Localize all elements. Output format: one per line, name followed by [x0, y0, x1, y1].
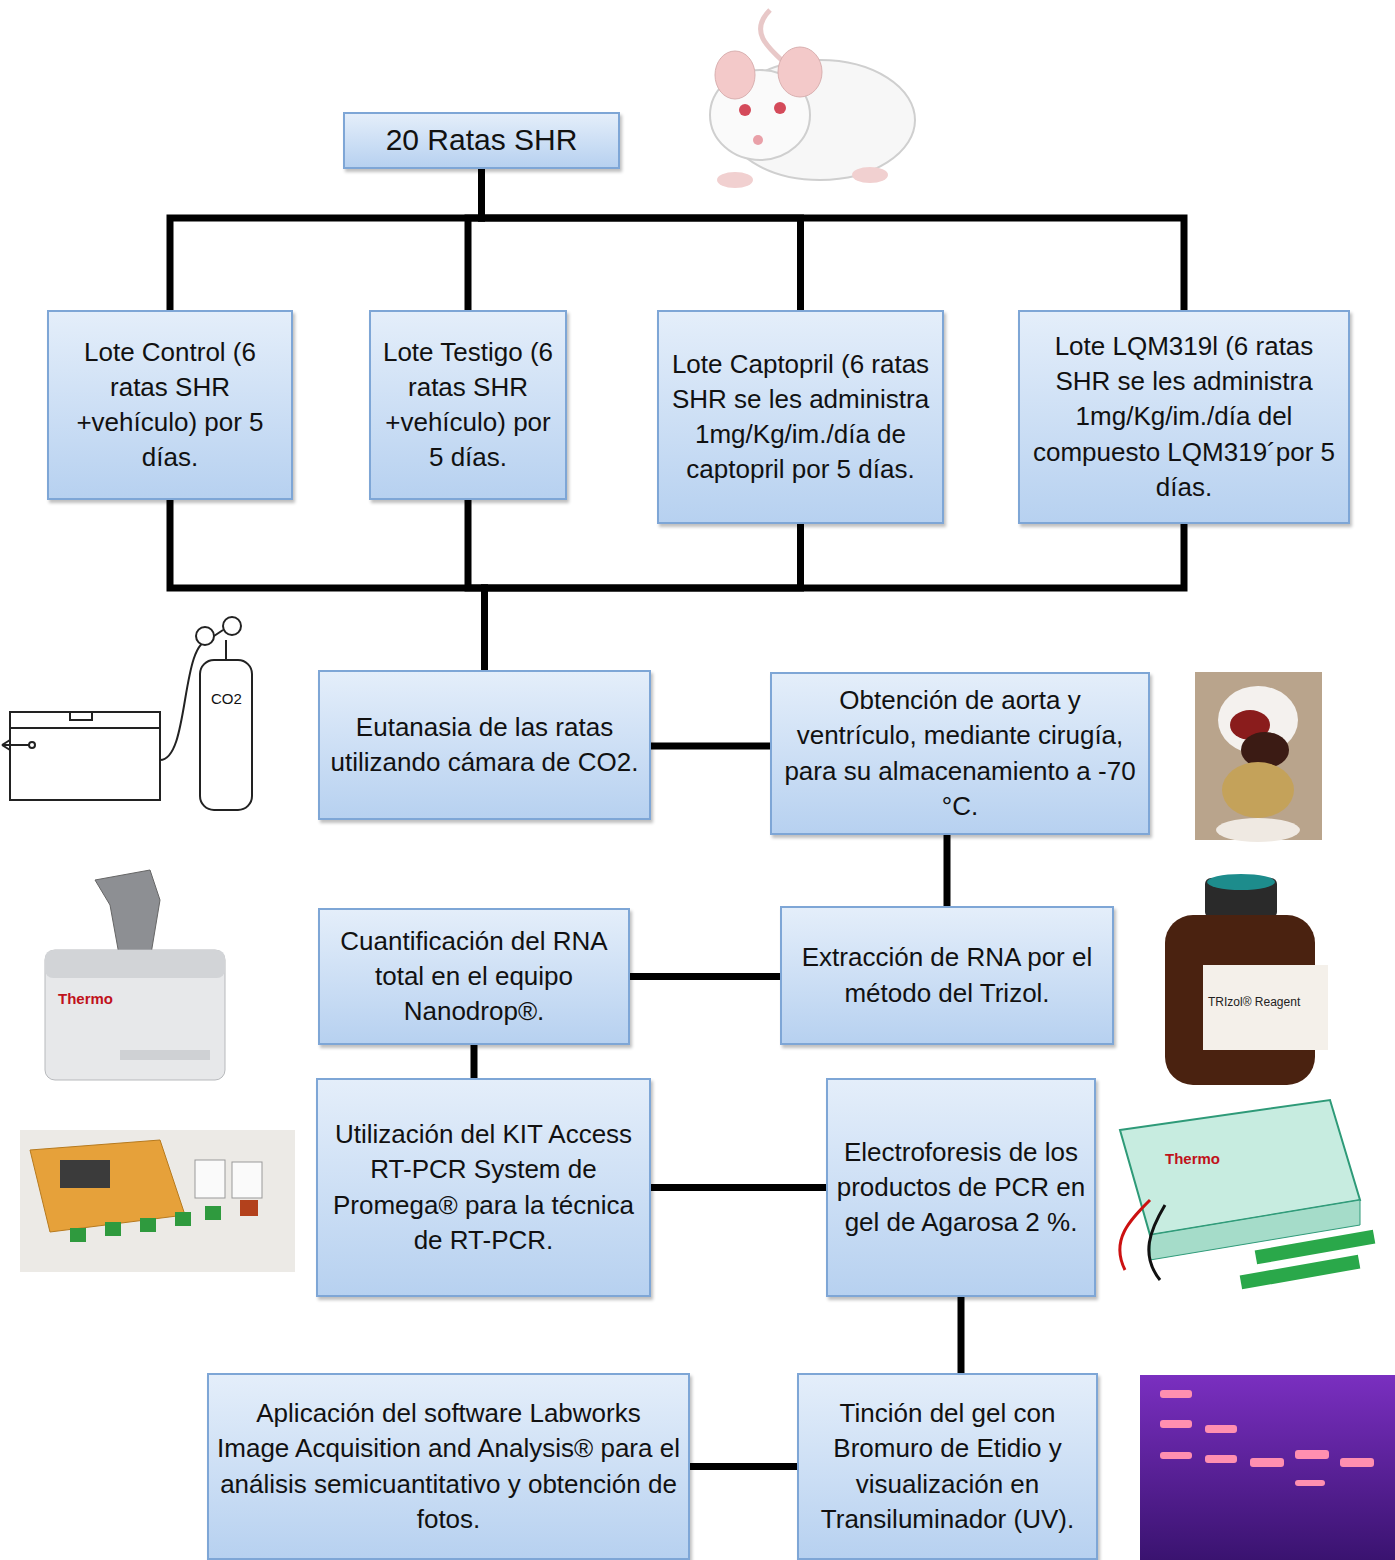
- box-text: Lote Testigo (6 ratas SHR +vehículo) por…: [379, 335, 557, 475]
- gas-label: CO2: [211, 690, 242, 707]
- process-box: Electroforesis de los productos de PCR e…: [826, 1078, 1096, 1297]
- box-text: Lote LQM319l (6 ratas SHR se les adminis…: [1028, 329, 1340, 504]
- process-box: Lote LQM319l (6 ratas SHR se les adminis…: [1018, 310, 1350, 524]
- box-text: Tinción del gel con Bromuro de Etidio y …: [807, 1396, 1088, 1536]
- box-label: 20 Ratas SHR: [386, 120, 578, 161]
- connector-line: [482, 169, 1185, 311]
- box-text: Cuantificación del RNA total en el equip…: [328, 924, 620, 1029]
- connector-line: [651, 1184, 826, 1191]
- rt-pcr-kit-photo: [20, 1130, 295, 1272]
- connector-line: [471, 1045, 478, 1078]
- box-label: Extracción de RNA por el método del Triz…: [790, 940, 1104, 1010]
- co2-chamber-picture: [2, 617, 252, 810]
- connector-line: [651, 743, 770, 750]
- connector-line: [958, 1297, 965, 1373]
- box-label: Obtención de aorta y ventrículo, mediant…: [780, 683, 1140, 823]
- bottle-label: TRIzol® Reagent: [1208, 995, 1300, 1009]
- connector-line: [482, 169, 801, 311]
- box-text: Obtención de aorta y ventrículo, mediant…: [780, 683, 1140, 823]
- box-label: Lote Control (6 ratas SHR +vehículo) por…: [57, 335, 283, 475]
- nanodrop-picture: [45, 870, 225, 1080]
- box-text: Eutanasia de las ratas utilizando cámara…: [328, 710, 641, 780]
- box-text: Electroforesis de los productos de PCR e…: [836, 1135, 1086, 1240]
- box-text: Utilización del KIT Access RT-PCR System…: [326, 1117, 641, 1257]
- box-text: Lote Control (6 ratas SHR +vehículo) por…: [57, 335, 283, 475]
- process-box: Obtención de aorta y ventrículo, mediant…: [770, 672, 1150, 835]
- process-box: Lote Captopril (6 ratas SHR se les admin…: [657, 310, 944, 524]
- box-label: Cuantificación del RNA total en el equip…: [328, 924, 620, 1029]
- connector-line: [944, 835, 951, 906]
- box-label: Electroforesis de los productos de PCR e…: [836, 1135, 1086, 1240]
- process-box: Cuantificación del RNA total en el equip…: [318, 908, 630, 1045]
- box-label: Tinción del gel con Bromuro de Etidio y …: [807, 1396, 1088, 1536]
- process-box: Lote Control (6 ratas SHR +vehículo) por…: [47, 310, 293, 500]
- gel-photo: [1140, 1375, 1395, 1560]
- box-label: Utilización del KIT Access RT-PCR System…: [326, 1117, 641, 1257]
- box-label: Lote Testigo (6 ratas SHR +vehículo) por…: [379, 335, 557, 475]
- electrophoresis-box-picture: [1120, 1100, 1376, 1289]
- box-label: Aplicación del software Labworks Image A…: [217, 1396, 680, 1536]
- brand-label: Thermo: [1165, 1150, 1220, 1167]
- connector-line: [170, 169, 482, 311]
- process-box: Eutanasia de las ratas utilizando cámara…: [318, 670, 651, 820]
- dissection-photo: [1195, 672, 1322, 842]
- brand-label: Thermo: [58, 990, 113, 1007]
- connector-line: [485, 524, 801, 670]
- box-text: Aplicación del software Labworks Image A…: [217, 1396, 680, 1536]
- box-label: Lote Captopril (6 ratas SHR se les admin…: [667, 347, 934, 487]
- process-box: 20 Ratas SHR: [343, 112, 620, 169]
- process-box: Aplicación del software Labworks Image A…: [207, 1373, 690, 1560]
- box-text: Lote Captopril (6 ratas SHR se les admin…: [667, 347, 934, 487]
- box-label: Eutanasia de las ratas utilizando cámara…: [328, 710, 641, 780]
- box-label: Lote LQM319l (6 ratas SHR se les adminis…: [1028, 329, 1340, 504]
- process-box: Lote Testigo (6 ratas SHR +vehículo) por…: [369, 310, 567, 500]
- box-text: 20 Ratas SHR: [386, 120, 578, 161]
- connector-line: [630, 973, 780, 980]
- connector-line: [170, 500, 485, 670]
- rat-picture: [710, 10, 915, 188]
- connector-line: [690, 1463, 797, 1470]
- process-box: Utilización del KIT Access RT-PCR System…: [316, 1078, 651, 1297]
- process-box: Extracción de RNA por el método del Triz…: [780, 906, 1114, 1045]
- connector-line: [485, 524, 1185, 670]
- process-box: Tinción del gel con Bromuro de Etidio y …: [797, 1373, 1098, 1560]
- trizol-bottle-picture: [1165, 874, 1328, 1085]
- box-text: Extracción de RNA por el método del Triz…: [790, 940, 1104, 1010]
